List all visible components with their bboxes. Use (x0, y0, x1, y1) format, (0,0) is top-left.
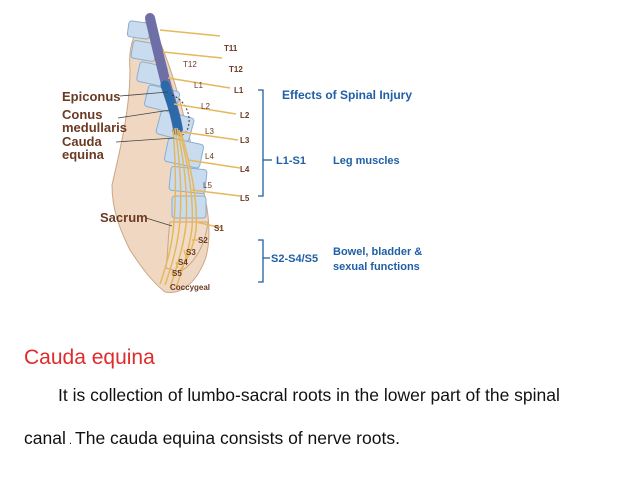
effects-title: Effects of Spinal Injury (282, 88, 412, 102)
root-l3: L3 (240, 136, 250, 145)
effects-sexual: sexual functions (333, 261, 420, 273)
epiconus-outline (171, 94, 190, 137)
root-l2: L2 (240, 111, 250, 120)
root-s1: S1 (214, 224, 224, 233)
root-l4: L4 (240, 165, 250, 174)
vertebra-t12: T12 (183, 60, 197, 69)
vertebra-l4: L4 (205, 152, 214, 161)
root-l5: L5 (240, 194, 250, 203)
effects-bowel: Bowel, bladder & (333, 246, 422, 258)
vertebra-l1: L1 (194, 81, 203, 90)
effects-l1-s1: L1-S1 (276, 155, 306, 167)
spinal-anatomy-figure: Epiconus Conus medullaris Cauda equina S… (62, 13, 422, 294)
root-s2: S2 (198, 236, 208, 245)
root-t12: T12 (229, 65, 243, 74)
root-coccygeal: Coccygeal (170, 283, 210, 292)
effect-brackets (258, 89, 272, 283)
effects-leg-muscles: Leg muscles (333, 155, 400, 167)
root-s5: S5 (172, 269, 182, 278)
body-line-2-start: canal (24, 428, 66, 448)
effects-s2-s4: S2-S4/S5 (271, 253, 318, 265)
body-line-2-dot: . (65, 435, 76, 447)
root-l1: L1 (234, 86, 244, 95)
label-cauda: Cauda (62, 134, 103, 149)
section-heading: Cauda equina (24, 346, 155, 369)
body-line-1: It is collection of lumbo-sacral roots i… (58, 385, 560, 405)
label-conus: Conus (62, 107, 102, 122)
sacrum-shape (165, 221, 209, 273)
left-pointers (115, 91, 175, 227)
root-s3: S3 (186, 248, 196, 257)
conus-region (160, 80, 183, 133)
label-medullaris: medullaris (62, 120, 127, 135)
body-line-2: canal . The cauda equina consists of ner… (24, 428, 634, 449)
cauda-nerves (159, 29, 241, 289)
label-equina: equina (62, 147, 105, 162)
vertebra-l5: L5 (203, 181, 212, 190)
body-line-2-end: The cauda equina consists of nerve roots… (75, 428, 400, 448)
vertebra-l2: L2 (201, 102, 210, 111)
vertebra-l3: L3 (205, 127, 214, 136)
root-s4: S4 (178, 258, 188, 267)
root-t11: T11 (224, 44, 238, 53)
label-epiconus: Epiconus (62, 89, 121, 104)
label-sacrum: Sacrum (100, 210, 148, 225)
